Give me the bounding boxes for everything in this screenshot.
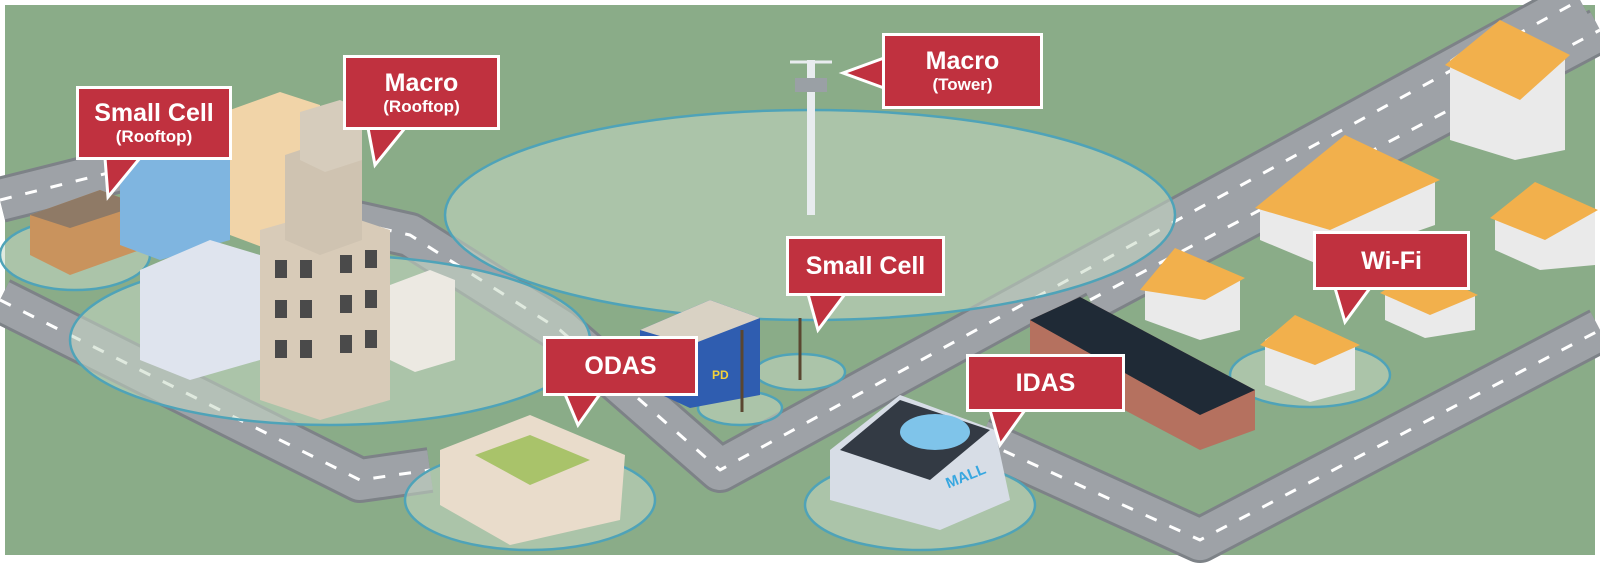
police-sign: PD [712,368,729,382]
stadium [440,415,625,545]
callout-title: Small Cell [94,99,214,127]
callout-macro-rooftop: Macro (Rooftop) [343,55,500,130]
callout-title: Small Cell [805,252,926,280]
callout-subtitle: (Rooftop) [383,96,460,116]
downtown-buildings [30,92,455,420]
callout-title: Macro [925,47,1000,75]
callout-odas: ODAS [543,336,698,396]
callout-subtitle: (Rooftop) [115,127,193,146]
callout-title: IDAS [1015,369,1076,397]
callout-title: ODAS [584,352,657,380]
callout-macro-tower: Macro (Tower) [882,33,1043,109]
callout-title: Wi-Fi [1361,246,1422,275]
callout-pointers [103,55,1373,449]
mall [830,395,1010,530]
callout-idas: IDAS [966,354,1125,412]
macro-tower [790,60,832,215]
callout-subtitle: (Tower) [932,75,993,94]
callout-title: Macro [384,68,459,97]
callout-wifi: Wi-Fi [1313,231,1470,290]
callout-small-cell: Small Cell [786,236,945,296]
school [1030,297,1255,450]
callout-small-cell-rooftop: Small Cell (Rooftop) [76,86,232,160]
